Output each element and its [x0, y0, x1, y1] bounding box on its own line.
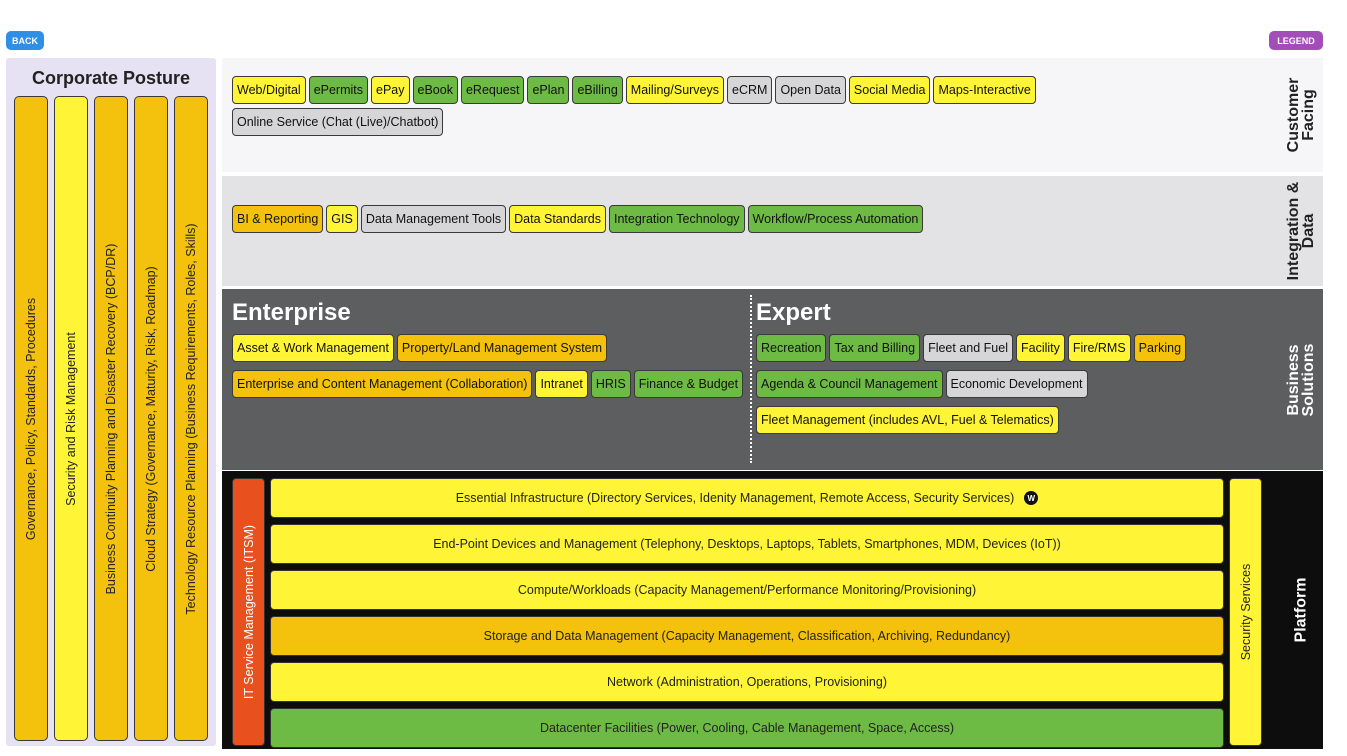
- business-solutions-layer: Enterprise Expert Asset & Work Managemen…: [222, 289, 1323, 470]
- chip-tax-and-billing[interactable]: Tax and Billing: [829, 334, 921, 362]
- chip-fire-rms[interactable]: Fire/RMS: [1067, 334, 1131, 362]
- platform-row-label: Storage and Data Management (Capacity Ma…: [483, 629, 1011, 643]
- platform-row-label: Network (Administration, Operations, Pro…: [607, 675, 887, 689]
- posture-bar-label: Security and Risk Management: [64, 331, 78, 506]
- chip-eplan[interactable]: ePlan: [527, 76, 570, 104]
- chip-data-management-tools[interactable]: Data Management Tools: [360, 205, 507, 233]
- security-services-bar[interactable]: Security Services: [1229, 478, 1262, 746]
- chip-economic-development[interactable]: Economic Development: [945, 370, 1088, 398]
- integration-data-title: Integration & Data: [1285, 181, 1317, 281]
- chip-intranet[interactable]: Intranet: [535, 370, 588, 398]
- chip-enterprise-and-content-management-collaboration[interactable]: Enterprise and Content Management (Colla…: [232, 370, 533, 398]
- chip-fleet-and-fuel[interactable]: Fleet and Fuel: [923, 334, 1013, 362]
- customer-facing-title: Customer Facing: [1285, 77, 1317, 153]
- chip-open-data[interactable]: Open Data: [775, 76, 846, 104]
- platform-row-end-point-devices-and-management-telepho[interactable]: End-Point Devices and Management (Teleph…: [270, 524, 1224, 564]
- posture-bar-label: Technology Resource Planning (Business R…: [184, 222, 198, 615]
- legend-button[interactable]: LEGEND: [1269, 31, 1323, 50]
- platform-row-compute-workloads-capacity-management-pe[interactable]: Compute/Workloads (Capacity Management/P…: [270, 570, 1224, 610]
- chip-facility[interactable]: Facility: [1015, 334, 1065, 362]
- chip-gis[interactable]: GIS: [326, 205, 358, 233]
- posture-bar-governance-policy-standards-procedures[interactable]: Governance, Policy, Standards, Procedure…: [14, 96, 48, 741]
- platform-row-datacenter-facilities-power-cooling-cabl[interactable]: Datacenter Facilities (Power, Cooling, C…: [270, 708, 1224, 748]
- posture-bar-cloud-strategy-governance-maturity-risk-[interactable]: Cloud Strategy (Governance, Maturity, Ri…: [134, 96, 168, 741]
- chip-hris[interactable]: HRIS: [590, 370, 631, 398]
- enterprise-heading: Enterprise: [232, 299, 351, 326]
- chip-ebook[interactable]: eBook: [412, 76, 458, 104]
- chip-recreation[interactable]: Recreation: [756, 334, 827, 362]
- chip-data-standards[interactable]: Data Standards: [509, 205, 606, 233]
- chip-workflow-process-automation[interactable]: Workflow/Process Automation: [747, 205, 924, 233]
- posture-bar-technology-resource-planning-business-re[interactable]: Technology Resource Planning (Business R…: [174, 96, 208, 741]
- section-divider: [750, 295, 752, 463]
- platform-row-label: Essential Infrastructure (Directory Serv…: [455, 491, 1015, 505]
- chip-maps-interactive[interactable]: Maps-Interactive: [933, 76, 1036, 104]
- posture-bar-label: Governance, Policy, Standards, Procedure…: [24, 297, 38, 540]
- platform-row-essential-infrastructure-directory-servi[interactable]: Essential Infrastructure (Directory Serv…: [270, 478, 1224, 518]
- platform-row-label: Compute/Workloads (Capacity Management/P…: [517, 583, 977, 597]
- chip-property-land-management-system[interactable]: Property/Land Management System: [396, 334, 608, 362]
- w-badge-icon[interactable]: W: [1024, 491, 1039, 505]
- posture-bar-security-and-risk-management[interactable]: Security and Risk Management: [54, 96, 88, 741]
- platform-layer: IT Service Management (ITSM) Essential I…: [222, 471, 1323, 749]
- chip-ebilling[interactable]: eBilling: [572, 76, 623, 104]
- chip-epay[interactable]: ePay: [371, 76, 410, 104]
- platform-row-network-administration-operations-provis[interactable]: Network (Administration, Operations, Pro…: [270, 662, 1224, 702]
- chip-agenda-council-management[interactable]: Agenda & Council Management: [756, 370, 943, 398]
- platform-row-storage-and-data-management-capacity-man[interactable]: Storage and Data Management (Capacity Ma…: [270, 616, 1224, 656]
- chip-web-digital[interactable]: Web/Digital: [232, 76, 306, 104]
- chip-integration-technology[interactable]: Integration Technology: [608, 205, 745, 233]
- posture-bar-label: Cloud Strategy (Governance, Maturity, Ri…: [144, 265, 158, 572]
- business-solutions-title: Business Solutions: [1285, 343, 1317, 416]
- corporate-posture-panel: Corporate Posture Governance, Policy, St…: [6, 58, 216, 746]
- itsm-bar[interactable]: IT Service Management (ITSM): [232, 478, 265, 746]
- chip-ecrm[interactable]: eCRM: [727, 76, 773, 104]
- posture-bar-business-continuity-planning-and-disaste[interactable]: Business Continuity Planning and Disaste…: [94, 96, 128, 741]
- back-button[interactable]: BACK: [6, 31, 44, 50]
- chip-erequest[interactable]: eRequest: [460, 76, 525, 104]
- platform-row-label: End-Point Devices and Management (Teleph…: [433, 537, 1061, 551]
- chip-bi-reporting[interactable]: BI & Reporting: [232, 205, 324, 233]
- chip-fleet-management-includes-avl-fuel-telematics[interactable]: Fleet Management (includes AVL, Fuel & T…: [756, 406, 1059, 434]
- posture-bar-label: Business Continuity Planning and Disaste…: [104, 243, 118, 594]
- corporate-posture-title: Corporate Posture: [31, 68, 191, 88]
- expert-heading: Expert: [756, 299, 831, 326]
- chip-mailing-surveys[interactable]: Mailing/Surveys: [625, 76, 725, 104]
- chip-epermits[interactable]: ePermits: [308, 76, 369, 104]
- chip-parking[interactable]: Parking: [1133, 334, 1187, 362]
- platform-row-label: Datacenter Facilities (Power, Cooling, C…: [539, 721, 955, 735]
- chip-online-service-chat-live-chatbot[interactable]: Online Service (Chat (Live)/Chatbot): [232, 108, 444, 136]
- chip-finance-budget[interactable]: Finance & Budget: [633, 370, 744, 398]
- chip-social-media[interactable]: Social Media: [848, 76, 931, 104]
- chip-asset-work-management[interactable]: Asset & Work Management: [232, 334, 394, 362]
- platform-title: Platform: [1292, 577, 1310, 643]
